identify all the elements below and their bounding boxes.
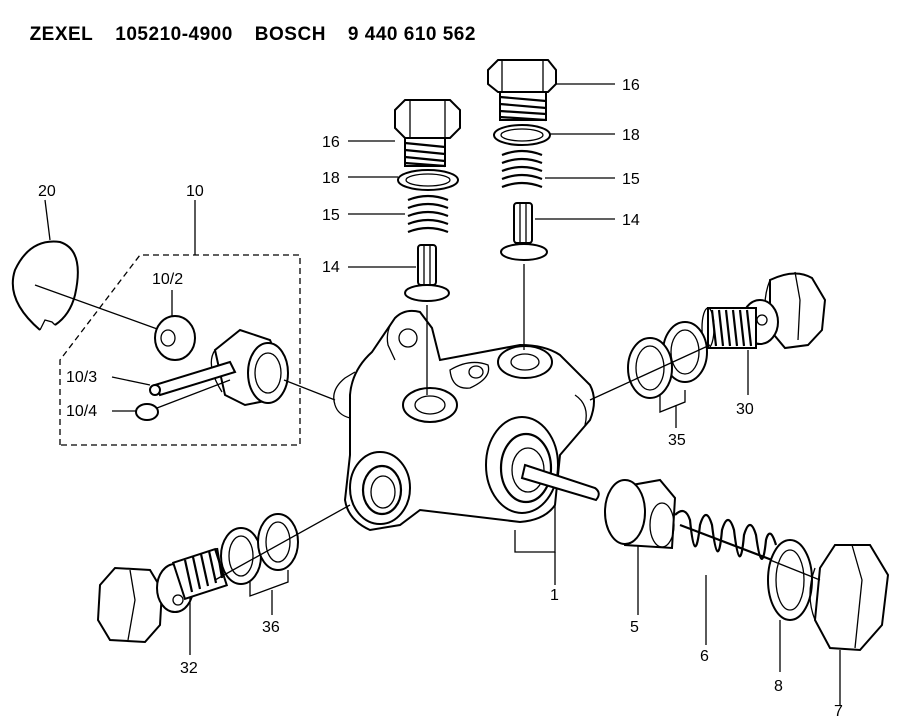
- callout-36: 36: [262, 619, 280, 636]
- left-valve-stack: [348, 99, 461, 395]
- callout-10-3: 10/3: [66, 369, 97, 386]
- brand-bosch: BOSCH: [254, 24, 326, 45]
- callout-18-right: 18: [622, 127, 640, 144]
- right-banjo-bolt: [589, 271, 827, 428]
- callout-8: 8: [774, 678, 783, 695]
- right-valve-stack: [487, 59, 615, 350]
- brand-zexel: ZEXEL: [29, 24, 94, 45]
- callout-16-left: 16: [322, 134, 340, 151]
- callout-32: 32: [180, 660, 198, 677]
- callout-16-right: 16: [622, 77, 640, 94]
- callout-7: 7: [834, 703, 843, 720]
- callout-20: 20: [38, 183, 56, 200]
- snap-ring-20: [11, 199, 161, 331]
- callout-35: 35: [668, 432, 686, 449]
- part-number-zexel: 105210-4900: [115, 24, 233, 45]
- left-banjo-bolt: [96, 504, 351, 655]
- callout-10: 10: [186, 183, 204, 200]
- pump-body: [333, 309, 600, 585]
- callout-14-left: 14: [322, 259, 340, 276]
- callout-6: 6: [700, 648, 709, 665]
- diagram-header: ZEXEL 105210-4900 BOSCH 9 440 610 562: [18, 2, 498, 46]
- callout-15-right: 15: [622, 171, 640, 188]
- callout-14-right: 14: [622, 212, 640, 229]
- callout-1: 1: [550, 587, 559, 604]
- plunger-spring-plug: [604, 478, 890, 705]
- callout-5: 5: [630, 619, 639, 636]
- callout-10-2: 10/2: [152, 271, 183, 288]
- part-number-bosch: 9 440 610 562: [347, 24, 476, 45]
- part-10-group: [59, 200, 336, 446]
- callout-labels: 16 18 15 14 16 18 15 14 20 10 10/2 10/3 …: [38, 77, 843, 720]
- callout-30: 30: [736, 401, 754, 418]
- callout-18-left: 18: [322, 170, 340, 187]
- callout-10-4: 10/4: [66, 403, 97, 420]
- callout-15-left: 15: [322, 207, 340, 224]
